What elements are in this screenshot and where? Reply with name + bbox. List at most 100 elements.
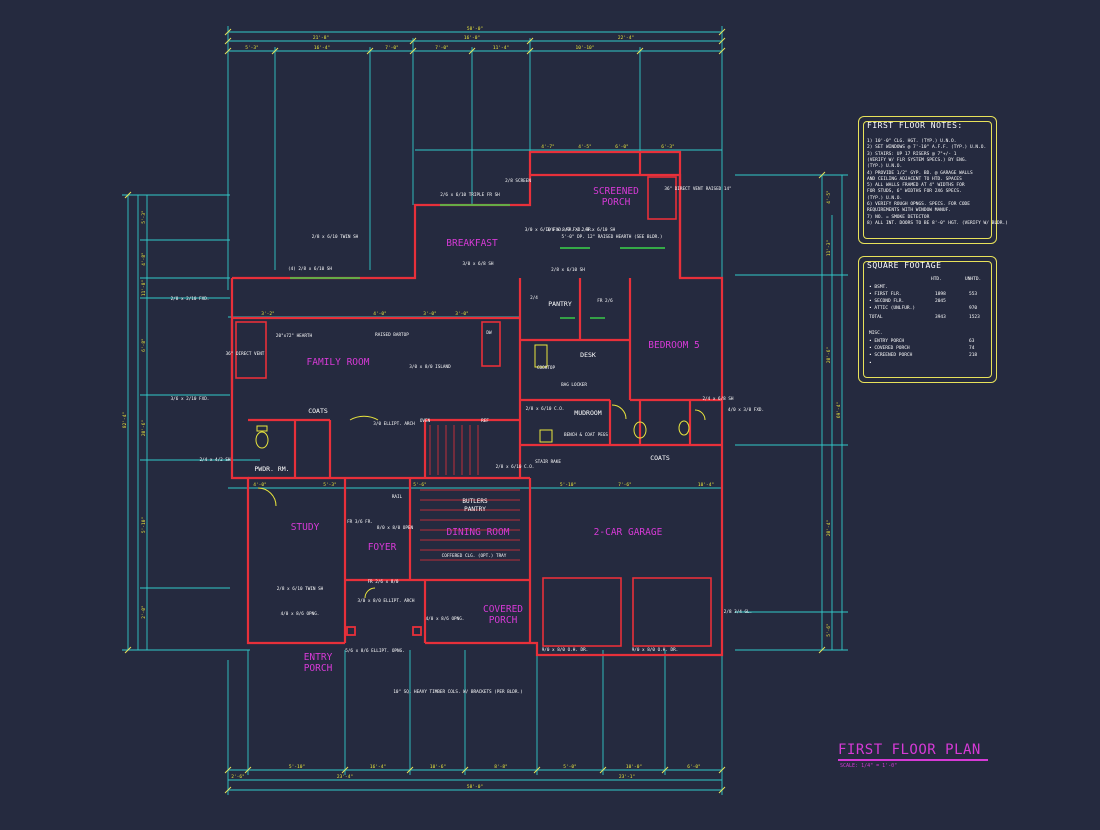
dim-right: 5'-6" bbox=[826, 623, 832, 637]
dim-bottom-row1: 6'-0" bbox=[687, 764, 701, 770]
dim-bottom-row1: 8'-8" bbox=[494, 764, 508, 770]
sqft-row-label: • SECOND FLR. bbox=[869, 299, 905, 304]
sqft-row-unhtd: 970 bbox=[969, 306, 978, 311]
note-line: (VERIFY W/ FLR SYSTEM SPECS.) BY ENG. bbox=[867, 157, 968, 163]
note-line: FOR STUDS, 6" WIDTHS FOR 2X6 SPECS. bbox=[867, 189, 962, 195]
first-floor-notes-panel: FIRST FLOOR NOTES: 1) 10'-0" CLG. HGT. (… bbox=[858, 116, 1008, 244]
annotation: STAIR RAKE bbox=[535, 459, 561, 465]
annotation: RAIL bbox=[392, 494, 403, 500]
room-label-line2: PORCH bbox=[304, 663, 333, 674]
dim-left: 6'-8" bbox=[141, 338, 147, 352]
sqft-row-label: TOTAL bbox=[869, 315, 883, 320]
annotation: 2/6 x 6/10 TRIPLE FR SH bbox=[440, 192, 500, 198]
room-label: COATS bbox=[650, 454, 670, 462]
sqft-row-unhtd: 553 bbox=[969, 292, 978, 297]
annotation: 3/0 x 6/8 SH bbox=[462, 261, 493, 267]
note-line: 2) SET WINDOWS @ 7'-10" A.F.F. (TYP.) U.… bbox=[867, 145, 987, 151]
room-label-line2: PORCH bbox=[489, 615, 518, 626]
annotation-labels: 2/6 x 6/10 TRIPLE FR SH 2/8 x 6/10 TWIN S… bbox=[171, 178, 765, 695]
note-line: 6) VERIFY ROUGH OPNGS. SPECS. FOR CODE bbox=[867, 202, 970, 207]
stair-treads bbox=[420, 425, 520, 561]
annotation: 2/8 x 6/10 SH bbox=[551, 267, 585, 273]
annotation: 36" DIRECT VENT bbox=[226, 351, 265, 357]
dim-top-row3: 5'-3" bbox=[245, 45, 259, 51]
note-line: 1) 10'-0" CLG. HGT. (TYP.) U.N.O. bbox=[867, 139, 957, 144]
sqft-row-unhtd: 218 bbox=[969, 353, 978, 358]
sqft-col-htd: HTD. bbox=[931, 277, 942, 282]
annotation: 9/0 x 8/0 O.H. DR. bbox=[542, 647, 589, 653]
note-line: (TYP.) U.N.O. bbox=[867, 195, 903, 201]
room-label: BEDROOM 5 bbox=[648, 340, 699, 351]
room-label: PWDR. RM. bbox=[254, 465, 289, 473]
dim-top-row3: 16'-4" bbox=[314, 45, 330, 51]
dim-top-row3: 7'-0" bbox=[435, 45, 449, 51]
dimension-labels: 58'-0" 21'-8" 16'-0" 22'-4" 5'-3" 16'-4" 7'-0"… bbox=[122, 26, 842, 790]
dim-right: 11'-3" bbox=[826, 240, 832, 256]
annotation: 9/0 x 8/0 O.H. DR. bbox=[632, 647, 679, 653]
sqft-row-unhtd: 1523 bbox=[969, 315, 980, 320]
dim-interior: 4'-7" bbox=[541, 144, 555, 150]
room-label: ENTRY bbox=[304, 652, 333, 663]
dim-right: 4'-5" bbox=[826, 190, 832, 204]
annotation: 4/0 x 8/6 OPNG. bbox=[281, 611, 320, 617]
window-markers bbox=[290, 204, 665, 319]
annotation: 2/4 x 6/8 SH bbox=[702, 396, 733, 402]
room-label: BREAKFAST bbox=[446, 238, 498, 249]
annotation: 2/8 x 6/10 TWIN SH bbox=[312, 234, 359, 240]
annotation: 3/0 x 8/0 FXD. FR. bbox=[547, 227, 594, 233]
annotation: RAISED BARTOP bbox=[375, 332, 409, 338]
annotation: 2/8 x 6/10 C.O. bbox=[526, 406, 565, 412]
dim-interior: 3'-0" bbox=[423, 311, 437, 317]
room-label-line2: PANTRY bbox=[464, 506, 486, 513]
annotation: 4/0 x 8/6 OPNG. bbox=[426, 616, 465, 622]
annotation: (4) 2/8 x 6/10 SH bbox=[288, 266, 332, 272]
dim-left: 5'-10" bbox=[141, 517, 147, 533]
sqft-row-htd: 3943 bbox=[935, 315, 946, 320]
dim-top-row2: 22'-4" bbox=[618, 35, 634, 41]
dim-bottom-row2: 23'-4" bbox=[337, 774, 353, 780]
sqft-row-htd: 1898 bbox=[935, 292, 946, 297]
dim-interior: 3'-2" bbox=[261, 311, 275, 317]
annotation: 4/0 x 3/0 FXD. bbox=[728, 407, 764, 413]
dim-bottom-overall: 58'-0" bbox=[467, 784, 483, 790]
notes-title: FIRST FLOOR NOTES: bbox=[867, 121, 963, 130]
annotation: 2/8 x 2/10 FXD. bbox=[171, 296, 210, 302]
annotation: REF bbox=[481, 418, 489, 424]
dim-bottom-row2: 2'-6" bbox=[231, 774, 245, 780]
dim-interior: 10'-4" bbox=[698, 482, 714, 488]
annotation: FR 2/6 x 8/0 bbox=[367, 579, 398, 585]
dim-interior: 4'-0" bbox=[253, 482, 267, 488]
annotation: 2/4 bbox=[530, 295, 538, 301]
annotation: 2/8 SCREEN bbox=[505, 178, 531, 184]
note-line: 4) PROVIDE 1/2" GYP. BD. @ GARAGE WALLS bbox=[867, 170, 973, 176]
note-line: 7) NO. = SMOKE DETECTOR bbox=[867, 214, 930, 220]
annotation: 20"x72" HEARTH bbox=[276, 333, 313, 339]
fixtures bbox=[255, 344, 706, 599]
annotation: 8/0 x 8/0 OPEN bbox=[377, 525, 414, 531]
annotation: 3/6 x 2/10 FXD. bbox=[171, 396, 210, 402]
annotation: 10" SQ. HEAVY TIMBER COLS. W/ BRACKETS (… bbox=[393, 689, 522, 695]
room-label: DESK bbox=[580, 351, 596, 359]
sqft-inner-frame bbox=[863, 261, 992, 378]
sqft-row-unhtd: 63 bbox=[969, 339, 975, 344]
dim-top-row2: 16'-0" bbox=[464, 35, 480, 41]
dim-left: 20'-6" bbox=[141, 420, 147, 436]
dim-right: 20'-4" bbox=[826, 520, 832, 536]
annotation: FR 3/6 FR. bbox=[347, 519, 373, 525]
plan-title-underline bbox=[838, 759, 988, 761]
annotation: 36" DIRECT VENT RAISED 14" bbox=[664, 186, 731, 192]
notes-inner-frame bbox=[863, 121, 992, 239]
room-label: FAMILY ROOM bbox=[307, 357, 370, 368]
dim-top-overall: 58'-0" bbox=[467, 26, 483, 32]
dim-left: 4'-8" bbox=[141, 252, 147, 266]
dim-top-row3: 11'-4" bbox=[493, 45, 509, 51]
dim-top-row2: 21'-8" bbox=[313, 35, 329, 41]
annotation: 5'-0" DP. 12" RAISED HEARTH (SEE BLDR.) bbox=[562, 234, 663, 240]
room-label: COATS bbox=[308, 407, 328, 415]
room-label: BUTLERS bbox=[462, 498, 488, 505]
annotation: 2/8 x 6/10 C.O. bbox=[496, 464, 535, 470]
dim-left: 5'-3" bbox=[141, 210, 147, 224]
annotation: 3/0 ELLIPT. ARCH bbox=[373, 421, 415, 427]
